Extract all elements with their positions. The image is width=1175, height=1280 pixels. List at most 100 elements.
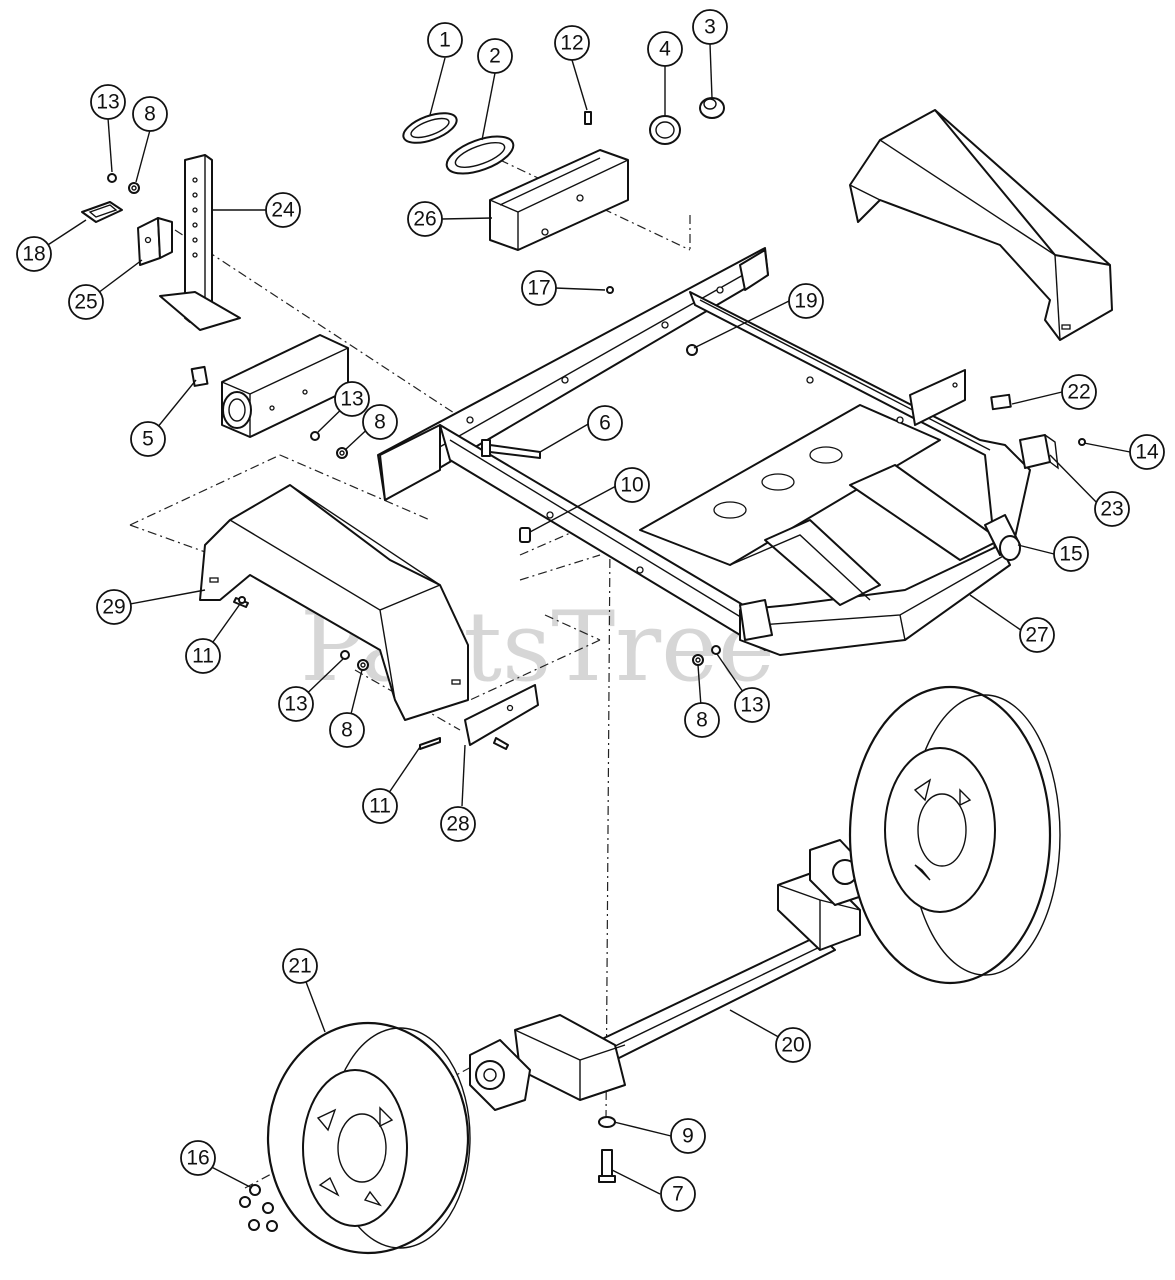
- svg-text:10: 10: [620, 474, 643, 497]
- right-wheel: [848, 685, 1061, 985]
- svg-text:17: 17: [527, 277, 550, 300]
- callout-8-right: 8: [684, 702, 720, 738]
- washer-8-mid: [336, 447, 348, 459]
- callout-12: 12: [554, 25, 590, 61]
- screw-12: [584, 111, 592, 125]
- trailer-frame: [377, 247, 1031, 656]
- nut-13-low: [340, 650, 350, 660]
- svg-text:8: 8: [374, 411, 386, 434]
- callout-4: 4: [647, 31, 683, 67]
- svg-text:3: 3: [704, 16, 716, 39]
- callout-7: 7: [660, 1176, 696, 1212]
- svg-text:26: 26: [413, 208, 436, 231]
- oval-grommet: [445, 135, 515, 175]
- callout-18: 18: [16, 236, 52, 272]
- right-fender: [849, 109, 1113, 341]
- callout-13-low: 13: [278, 686, 314, 722]
- callout-11-lower: 11: [362, 788, 398, 824]
- callout-2: 2: [477, 38, 513, 74]
- round-grommet: [649, 115, 681, 145]
- svg-text:4: 4: [659, 38, 671, 61]
- round-light: [699, 97, 725, 119]
- nut-13-mid: [310, 431, 320, 441]
- svg-text:6: 6: [599, 412, 611, 435]
- svg-text:18: 18: [22, 243, 45, 266]
- svg-text:8: 8: [696, 709, 708, 732]
- callout-21: 21: [282, 948, 318, 984]
- svg-text:25: 25: [74, 291, 97, 314]
- bolt-11-upper: [233, 596, 249, 608]
- callout-20: 20: [775, 1027, 811, 1063]
- svg-text:7: 7: [672, 1183, 684, 1206]
- callout-9: 9: [670, 1118, 706, 1154]
- svg-text:13: 13: [340, 388, 363, 411]
- washer-8-upper: [128, 182, 140, 194]
- left-wheel: [266, 1021, 471, 1255]
- callout-14: 14: [1129, 434, 1165, 470]
- svg-text:8: 8: [341, 719, 353, 742]
- callout-17: 17: [521, 270, 557, 306]
- label-22: [990, 393, 1012, 411]
- screw-17: [606, 286, 614, 294]
- svg-text:11: 11: [369, 795, 391, 818]
- callout-8-low: 8: [329, 712, 365, 748]
- light-bracket-box: [489, 149, 629, 251]
- callout-3: 3: [692, 9, 728, 45]
- oval-lens: [402, 112, 458, 144]
- svg-text:14: 14: [1135, 441, 1159, 464]
- svg-text:16: 16: [186, 1147, 209, 1170]
- callout-24: 24: [265, 192, 301, 228]
- svg-text:2: 2: [489, 45, 501, 68]
- left-fender: [199, 484, 469, 721]
- screw-14: [1078, 438, 1086, 446]
- callout-19: 19: [788, 283, 824, 319]
- jack-bracket: [137, 217, 173, 266]
- callout-13-right: 13: [734, 687, 770, 723]
- svg-text:1: 1: [439, 29, 451, 52]
- bolt-7: [598, 1149, 616, 1183]
- callout-27: 27: [1019, 617, 1055, 653]
- svg-text:9: 9: [682, 1125, 694, 1148]
- svg-text:20: 20: [781, 1034, 804, 1057]
- axle-assembly: [469, 839, 869, 1111]
- callout-23: 23: [1094, 491, 1130, 527]
- callout-13-upper: 13: [90, 84, 126, 120]
- nut-13-right: [711, 645, 721, 655]
- callout-8-mid: 8: [362, 404, 398, 440]
- svg-text:5: 5: [142, 428, 154, 451]
- cap-10: [519, 527, 531, 543]
- svg-text:8: 8: [144, 103, 156, 126]
- plate-18: [81, 201, 123, 223]
- callout-5: 5: [130, 421, 166, 457]
- callout-26: 26: [407, 201, 443, 237]
- svg-text:22: 22: [1067, 381, 1090, 404]
- fender-plate-28: [464, 684, 539, 746]
- callout-28: 28: [440, 806, 476, 842]
- nut-13-upper: [107, 173, 117, 183]
- callout-11-upper: 11: [185, 638, 221, 674]
- callout-1: 1: [427, 22, 463, 58]
- washer-8-right: [692, 654, 704, 666]
- jack-stand: [159, 154, 241, 331]
- callout-16: 16: [180, 1140, 216, 1176]
- svg-text:13: 13: [96, 91, 119, 114]
- callout-6: 6: [587, 405, 623, 441]
- svg-text:21: 21: [288, 955, 311, 978]
- svg-text:19: 19: [794, 290, 817, 313]
- callout-25: 25: [68, 284, 104, 320]
- washer-8-low: [357, 659, 369, 671]
- callout-15: 15: [1053, 536, 1089, 572]
- svg-text:24: 24: [271, 199, 295, 222]
- svg-text:23: 23: [1100, 498, 1123, 521]
- bolt-6: [481, 439, 541, 459]
- bolt-11-lower: [419, 737, 509, 750]
- callout-13-mid: 13: [334, 381, 370, 417]
- callout-29: 29: [96, 589, 132, 625]
- callout-8-upper: 8: [132, 96, 168, 132]
- svg-text:29: 29: [102, 596, 125, 619]
- svg-text:12: 12: [560, 32, 583, 55]
- callout-10: 10: [614, 467, 650, 503]
- svg-text:11: 11: [192, 645, 214, 668]
- svg-text:28: 28: [446, 813, 469, 836]
